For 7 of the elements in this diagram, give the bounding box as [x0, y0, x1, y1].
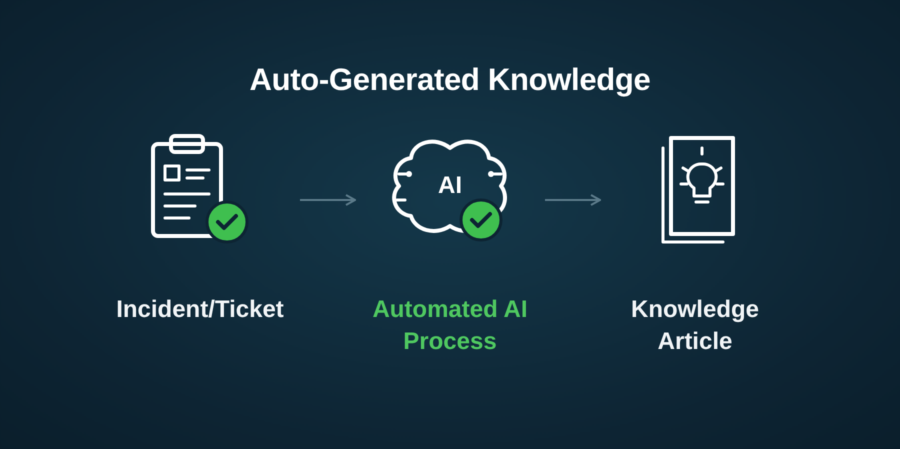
title: Auto-Generated Knowledge — [250, 62, 650, 98]
arrow — [545, 194, 601, 206]
node-label: Automated AI Process — [371, 295, 529, 358]
arrow — [300, 194, 356, 206]
ai-label: AI — [438, 174, 462, 198]
node-label: Incident/Ticket — [116, 295, 284, 325]
node-label: Knowledge Article — [630, 295, 760, 358]
